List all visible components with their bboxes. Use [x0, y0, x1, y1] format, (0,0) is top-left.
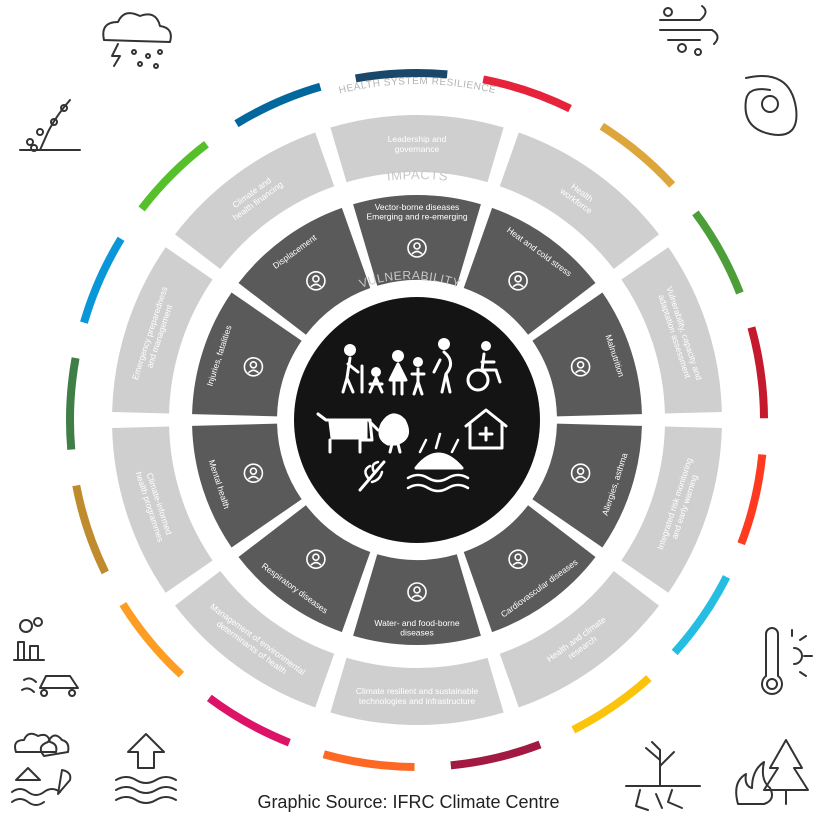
impacts-title: IMPACTS	[386, 167, 449, 184]
impact-segment	[192, 423, 302, 548]
health-system-segment	[175, 570, 335, 708]
thermometer-sun-icon	[761, 627, 813, 695]
storm-cloud-icon	[102, 12, 172, 69]
sdg-ring-segment	[322, 750, 415, 771]
allergy-icon	[570, 463, 591, 483]
malnutrition-icon	[570, 357, 591, 377]
chicken-icon	[378, 413, 410, 454]
mosquito-icon	[407, 238, 427, 258]
impact-segment	[192, 292, 302, 417]
air-pollution-icon	[13, 617, 79, 697]
health-system-segment	[621, 247, 722, 414]
sdg-ring-segment	[80, 236, 125, 324]
lungs-icon	[306, 549, 326, 569]
sdg-ring-segment	[692, 210, 744, 295]
sun-person-icon	[508, 271, 528, 291]
wheelchair-icon	[466, 341, 502, 392]
sdg-ring-segment	[119, 602, 185, 678]
impact-segment	[532, 423, 642, 548]
health-system-segment	[621, 426, 722, 593]
cow-icon	[316, 412, 380, 454]
sdg-ring-segment	[747, 326, 768, 419]
cyclone-icon	[744, 75, 798, 136]
sdg-ring-segment	[737, 454, 767, 546]
health-system-segment	[112, 426, 213, 593]
wind-icon	[659, 5, 719, 56]
head-icon	[243, 463, 264, 483]
health-system-segment	[330, 657, 504, 725]
sdg-ring-segment	[599, 122, 676, 188]
impact-segment	[532, 292, 642, 417]
sdg-ring-segment	[671, 575, 731, 656]
elderly-person-icon	[341, 344, 364, 394]
sdg-ring-segment	[450, 740, 542, 770]
crop-icon	[358, 460, 386, 492]
impact-segment	[463, 207, 596, 335]
graphic-source-caption: Graphic Source: IFRC Climate Centre	[257, 792, 560, 812]
impact-segment	[463, 505, 596, 633]
flood-icon	[11, 732, 72, 806]
family-icon	[388, 350, 426, 396]
drought-icon	[625, 741, 701, 811]
vulnerability-center-disc	[294, 297, 540, 543]
sdg-ring-segment	[65, 357, 80, 450]
health-system-segment	[112, 247, 213, 414]
walking-person-icon	[306, 271, 326, 291]
health-facility-icon	[464, 408, 508, 450]
sdg-ring-segment	[206, 694, 291, 747]
sdg-ring-segment	[72, 484, 109, 575]
sdg-ring-segment	[482, 75, 572, 113]
impact-segment	[238, 505, 371, 633]
flooded-food-icon	[406, 432, 470, 493]
water-glass-icon	[407, 582, 427, 602]
wildfire-icon	[735, 739, 809, 805]
child-icon	[368, 367, 384, 394]
sdg-ring-segment	[138, 140, 209, 212]
landslide-icon	[19, 99, 81, 152]
sdg-ring-segment	[354, 69, 448, 83]
sdg-color-ring	[65, 69, 768, 771]
health-system-segment	[175, 132, 335, 270]
heart-icon	[508, 549, 528, 569]
sdg-ring-segment	[234, 82, 322, 128]
bandage-icon	[243, 357, 264, 377]
impact-segment	[353, 554, 481, 645]
health-system-segment	[499, 132, 659, 270]
impact-segment	[353, 195, 481, 286]
impact-segment	[238, 207, 371, 335]
sea-level-rise-icon	[115, 733, 177, 804]
pregnant-woman-icon	[432, 338, 452, 394]
health-system-segment	[499, 570, 659, 708]
health-system-segment	[330, 115, 504, 183]
sdg-ring-segment	[571, 675, 652, 734]
